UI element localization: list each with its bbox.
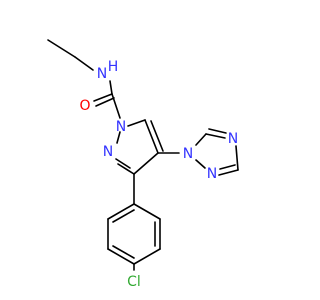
bond-n4-c3 [235, 145, 239, 171]
bond-carbonyl-o-1 [93, 93, 113, 102]
triazole-n4-label: N [228, 131, 238, 147]
bond-c5-c4-b [150, 120, 164, 152]
bond-c3-n2-b [115, 158, 131, 169]
molecule-structure: H N O N N N N N Cl [47, 39, 239, 290]
bond-c5-c4-a [144, 119, 159, 154]
bond-ar4-ar5 [107, 248, 135, 265]
chlorine-label: Cl [127, 274, 141, 290]
bond-n2-n1 [116, 131, 121, 144]
bond-carbonyl-o-2 [95, 97, 115, 107]
bond-tn2-tn1 [195, 159, 206, 169]
pyrazole-n1-label: N [116, 119, 126, 135]
triazole-n2-label: N [207, 166, 217, 182]
carbonyl-o-label: O [79, 98, 90, 114]
bond-carbonyl-n1 [111, 93, 121, 119]
bond-tn1-c5 [195, 133, 207, 146]
bond-ar3-ar4 [133, 248, 161, 265]
bond-c5-n4-b [208, 128, 227, 134]
molecule-canvas: H N O N N N N N Cl [47, 39, 239, 290]
bond-c3-n2-a [117, 163, 135, 175]
bond-ethyl-ch3-ch2 [47, 39, 76, 58]
bond-ethyl-ch2-n [74, 56, 94, 71]
bond-ar1-ar2 [133, 203, 161, 220]
amide-n-label: N [97, 66, 107, 82]
bond-ar4-ar5-inner [112, 245, 135, 259]
bond-nh-carbonyl [109, 80, 113, 95]
bond-c3-tn2-a [218, 169, 239, 176]
triazole-n1-label: N [183, 146, 193, 162]
bond-c4-c3 [133, 152, 159, 175]
bond-ar6-ar1-inner [112, 209, 135, 223]
bond-ar6-ar1 [107, 203, 135, 220]
bond-c3-tn2-b [219, 164, 236, 170]
bond-n1-c5 [127, 119, 146, 127]
amide-h-label: H [108, 59, 119, 75]
bond-c5-n4-a [205, 133, 226, 139]
pyrazole-n2-label: N [103, 144, 113, 160]
